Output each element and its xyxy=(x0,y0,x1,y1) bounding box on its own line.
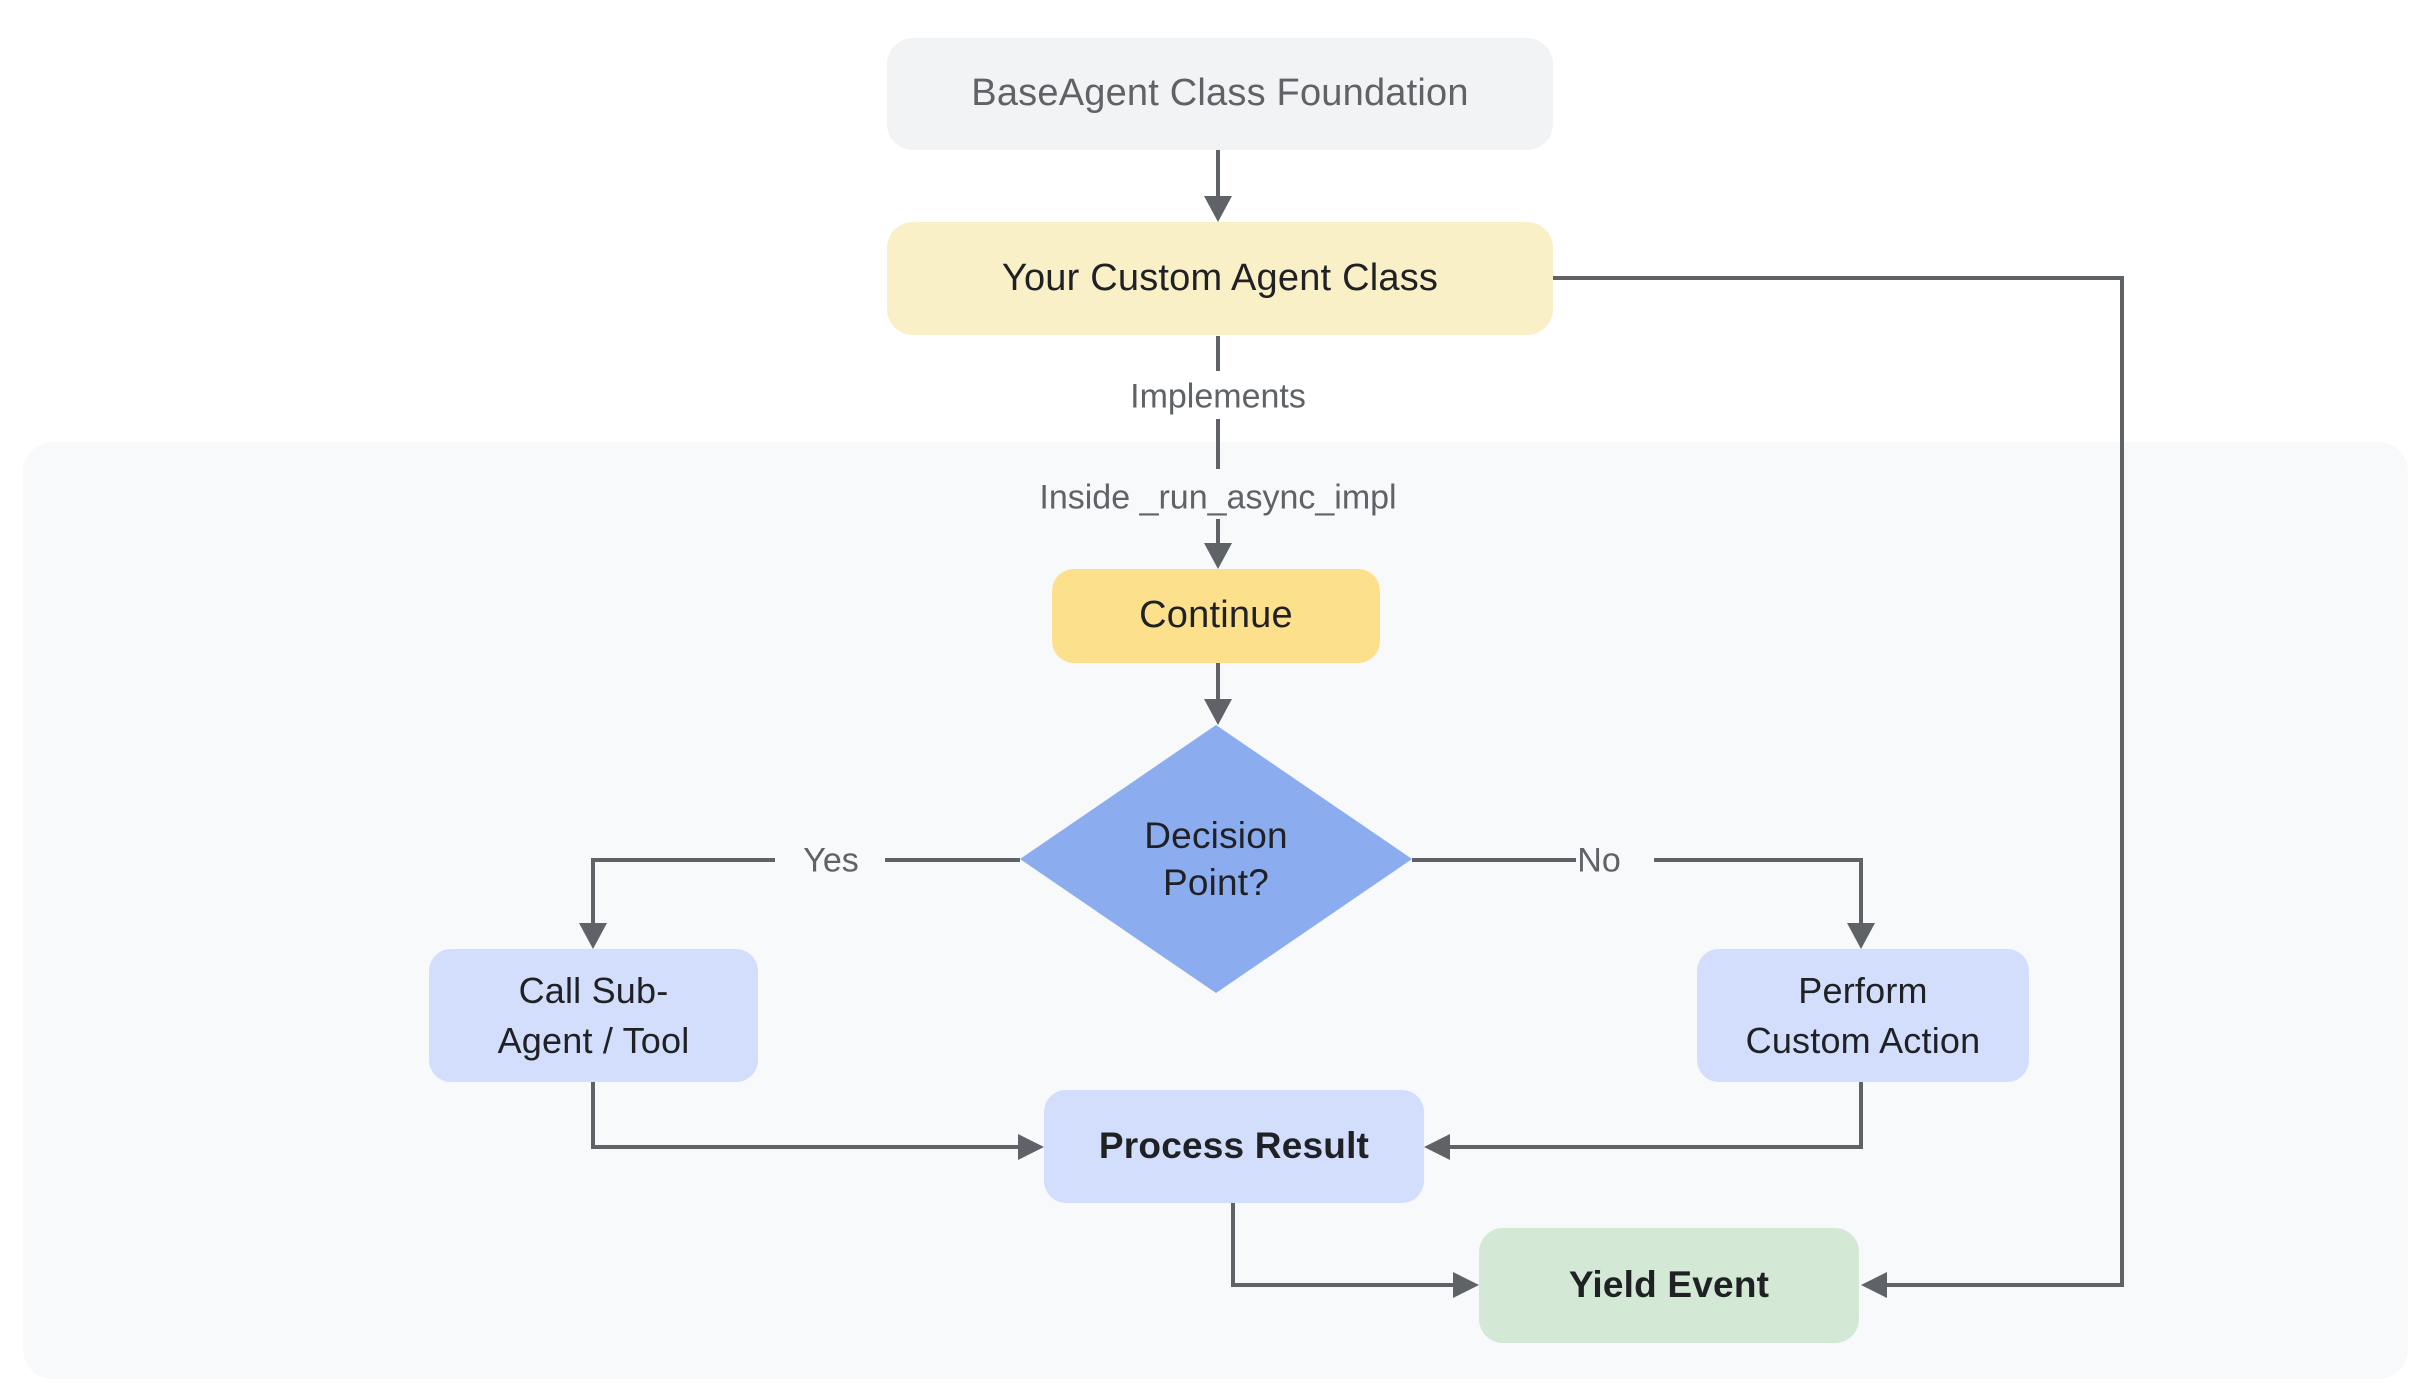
edge-process-to-yield-line xyxy=(1231,1283,1453,1287)
node-continue: Continue xyxy=(1052,569,1380,663)
arrowhead-down-icon xyxy=(579,923,607,949)
node-your-custom-agent-class: Your Custom Agent Class xyxy=(887,222,1553,335)
edge-callsub-to-process-vertical-line xyxy=(591,1082,595,1149)
edge-yes-vertical-line xyxy=(591,858,595,925)
node-process-result: Process Result xyxy=(1044,1090,1424,1203)
arrowhead-left-icon xyxy=(1424,1134,1450,1160)
arrowhead-down-icon xyxy=(1847,923,1875,949)
edge-custom-to-yield-top-line xyxy=(1553,276,2124,280)
arrowhead-down-icon xyxy=(1204,196,1232,222)
edge-custom-to-continue-line-b xyxy=(1216,419,1220,469)
arrowhead-right-icon xyxy=(1453,1272,1479,1298)
edge-no-line-b xyxy=(1654,858,1863,862)
edge-custom-to-continue-line-a xyxy=(1216,336,1220,371)
edge-custom-to-yield-bottom-line xyxy=(1887,1283,2124,1287)
edge-process-to-yield-vertical-line xyxy=(1231,1203,1235,1287)
node-perform-custom-action: Perform Custom Action xyxy=(1697,949,2029,1082)
edge-callsub-to-process-line xyxy=(591,1145,1018,1149)
arrowhead-down-icon xyxy=(1204,543,1232,569)
node-baseagent-foundation: BaseAgent Class Foundation xyxy=(887,38,1553,150)
edge-no-line-a xyxy=(1412,858,1576,862)
edge-custom-to-continue-line-c xyxy=(1216,519,1220,545)
edge-continue-to-decision-line xyxy=(1216,663,1220,699)
edge-label-inside-run-async-impl: Inside _run_async_impl xyxy=(1039,478,1397,517)
edge-perform-to-process-vertical-line xyxy=(1859,1082,1863,1149)
arrowhead-down-icon xyxy=(1204,699,1232,725)
edge-yes-line-a xyxy=(885,858,1020,862)
edge-perform-to-process-line xyxy=(1450,1145,1863,1149)
edge-label-yes: Yes xyxy=(803,841,859,880)
edge-no-vertical-line xyxy=(1859,858,1863,925)
edge-foundation-to-custom-line xyxy=(1216,150,1220,196)
arrowhead-left-icon xyxy=(1861,1272,1887,1298)
edge-custom-to-yield-vertical-line xyxy=(2120,276,2124,1287)
arrowhead-right-icon xyxy=(1018,1134,1044,1160)
node-yield-event: Yield Event xyxy=(1479,1228,1859,1343)
node-call-sub-agent-tool: Call Sub- Agent / Tool xyxy=(429,949,758,1082)
edge-label-no: No xyxy=(1577,841,1621,880)
edge-yes-line-b xyxy=(593,858,775,862)
edge-label-implements: Implements xyxy=(1130,377,1306,416)
